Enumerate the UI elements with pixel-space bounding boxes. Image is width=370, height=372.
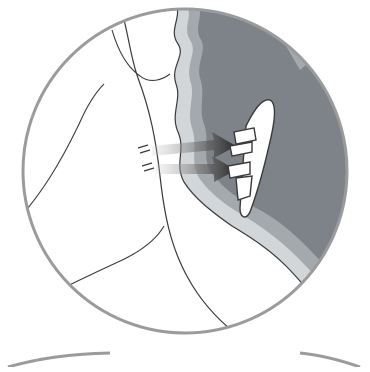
magnified-view [10, 0, 370, 340]
garment-fold-top [112, 30, 170, 80]
next-panel-edge [8, 353, 110, 367]
next-panel-edge-right [300, 353, 360, 367]
garment-fold-bottom [40, 226, 164, 300]
